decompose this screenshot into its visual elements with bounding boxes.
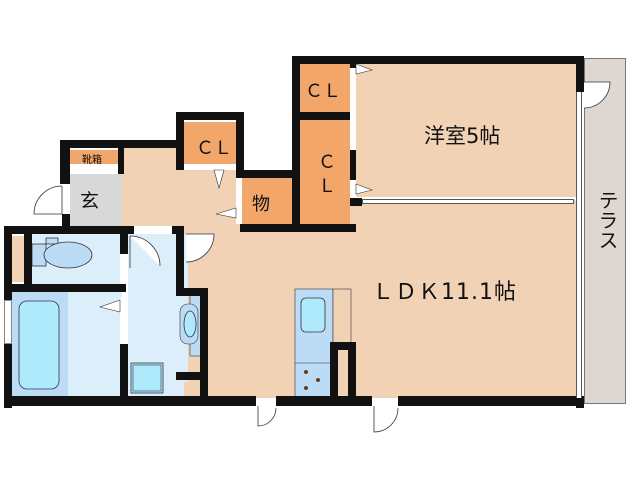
wall	[576, 56, 584, 92]
closet-mid-door	[184, 164, 236, 170]
closet-mid	[184, 122, 236, 164]
closet-mid-label: ＣＬ	[196, 138, 232, 159]
door-swing-icon	[373, 406, 399, 433]
shoe-box-front	[70, 164, 118, 172]
entrance-label: 玄	[80, 190, 100, 212]
wall	[350, 56, 356, 68]
entrance	[70, 174, 122, 228]
closet-tall	[300, 120, 350, 224]
exterior-door-1	[256, 398, 276, 406]
wall	[176, 288, 206, 296]
closet-top-door	[350, 68, 356, 112]
wall	[398, 396, 584, 406]
wall	[62, 214, 70, 228]
wall	[4, 344, 12, 408]
wall	[118, 146, 124, 174]
wall	[330, 342, 338, 400]
door-swing-icon	[257, 406, 277, 427]
wall	[12, 284, 126, 292]
sliding-door-western	[362, 199, 574, 204]
door-swing-icon	[583, 81, 611, 109]
wall	[330, 342, 356, 350]
door-arrow-icon	[215, 207, 237, 219]
bathroom-window	[4, 300, 12, 344]
door-swing-icon	[129, 235, 161, 268]
toilet-side-strip	[12, 236, 24, 282]
wall	[300, 112, 350, 120]
storage-label: 物	[252, 194, 270, 215]
bath-door	[120, 298, 128, 344]
door-swing-icon	[33, 185, 63, 215]
wall	[4, 226, 134, 234]
wall	[24, 234, 32, 284]
storage	[242, 178, 292, 224]
wall	[120, 234, 128, 254]
wall	[292, 56, 584, 64]
wall	[350, 198, 362, 206]
toilet-door	[120, 254, 128, 280]
storage-door	[236, 178, 242, 224]
wall	[176, 226, 184, 294]
closet-tall-label-l: Ｌ	[318, 176, 336, 197]
wall	[350, 150, 356, 180]
entrance-door-gap	[62, 184, 70, 214]
toilet-icon	[31, 237, 93, 269]
closet-top	[300, 64, 350, 112]
ldk-room	[178, 200, 578, 400]
wall	[236, 170, 296, 178]
wall	[292, 56, 300, 228]
kitchen-counter-icon	[294, 288, 352, 400]
wall	[4, 396, 256, 406]
closet-tall-door	[350, 120, 356, 150]
closet-top-label: ＣＬ	[305, 81, 341, 102]
wall	[60, 140, 70, 184]
washroom-top-gap	[134, 226, 172, 234]
door-arrow-icon	[355, 63, 374, 75]
ldk-label: ＬＤＫ11.1帖	[372, 280, 517, 305]
wall	[276, 396, 372, 406]
wall	[176, 372, 206, 380]
door-arrow-icon	[213, 169, 225, 190]
wall	[120, 344, 128, 400]
shoe-box-label: 靴箱	[82, 155, 102, 166]
terrace	[584, 58, 626, 404]
wall	[236, 112, 244, 178]
wall	[200, 288, 208, 400]
wall	[4, 226, 12, 300]
terrace-label: テラス	[595, 190, 619, 250]
wall	[348, 342, 356, 400]
washing-machine-icon	[130, 362, 164, 394]
western-room-label: 洋室5帖	[424, 124, 501, 148]
door-swing-icon	[185, 233, 215, 263]
wall	[176, 112, 240, 120]
western-room	[356, 64, 578, 197]
wall	[240, 224, 356, 232]
closet-tall-label-c: Ｃ	[318, 152, 336, 173]
door-arrow-icon	[98, 299, 121, 313]
exterior-door-2	[372, 398, 398, 406]
window-western-room	[576, 92, 582, 398]
door-arrow-icon	[355, 183, 374, 195]
wall	[60, 140, 184, 148]
bathtub-icon	[18, 300, 60, 390]
shoe-box	[70, 150, 120, 164]
